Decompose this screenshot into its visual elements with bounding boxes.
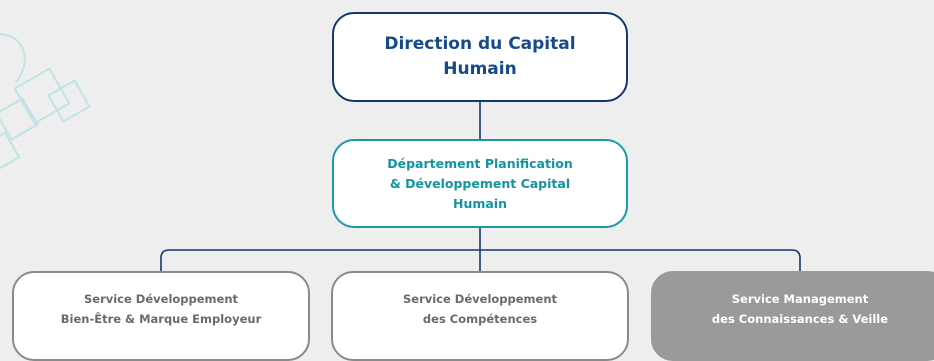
service-node-box: Service Développement des Compétences (331, 271, 629, 361)
decorative-square (47, 79, 91, 123)
service-node-label: Service Développement Bien-Être & Marque… (60, 292, 262, 326)
decorative-arc (0, 33, 26, 83)
service-node-label: Service Management des Connaissances & V… (711, 292, 889, 326)
decorative-shapes (0, 33, 91, 173)
connector-lines (160, 102, 801, 271)
decorative-square (0, 131, 21, 173)
root-node-box: Direction du Capital Humain (332, 12, 628, 102)
service-node-label: Service Développement des Compétences (402, 292, 558, 326)
service-node-box-highlighted: Service Management des Connaissances & V… (651, 271, 934, 361)
decorative-square (0, 97, 39, 141)
root-node-label: Direction du Capital Humain (384, 34, 576, 79)
decorative-square (13, 67, 71, 125)
department-node-box: Département Planification & Développemen… (332, 139, 628, 228)
department-node-label: Département Planification & Développemen… (387, 155, 573, 211)
